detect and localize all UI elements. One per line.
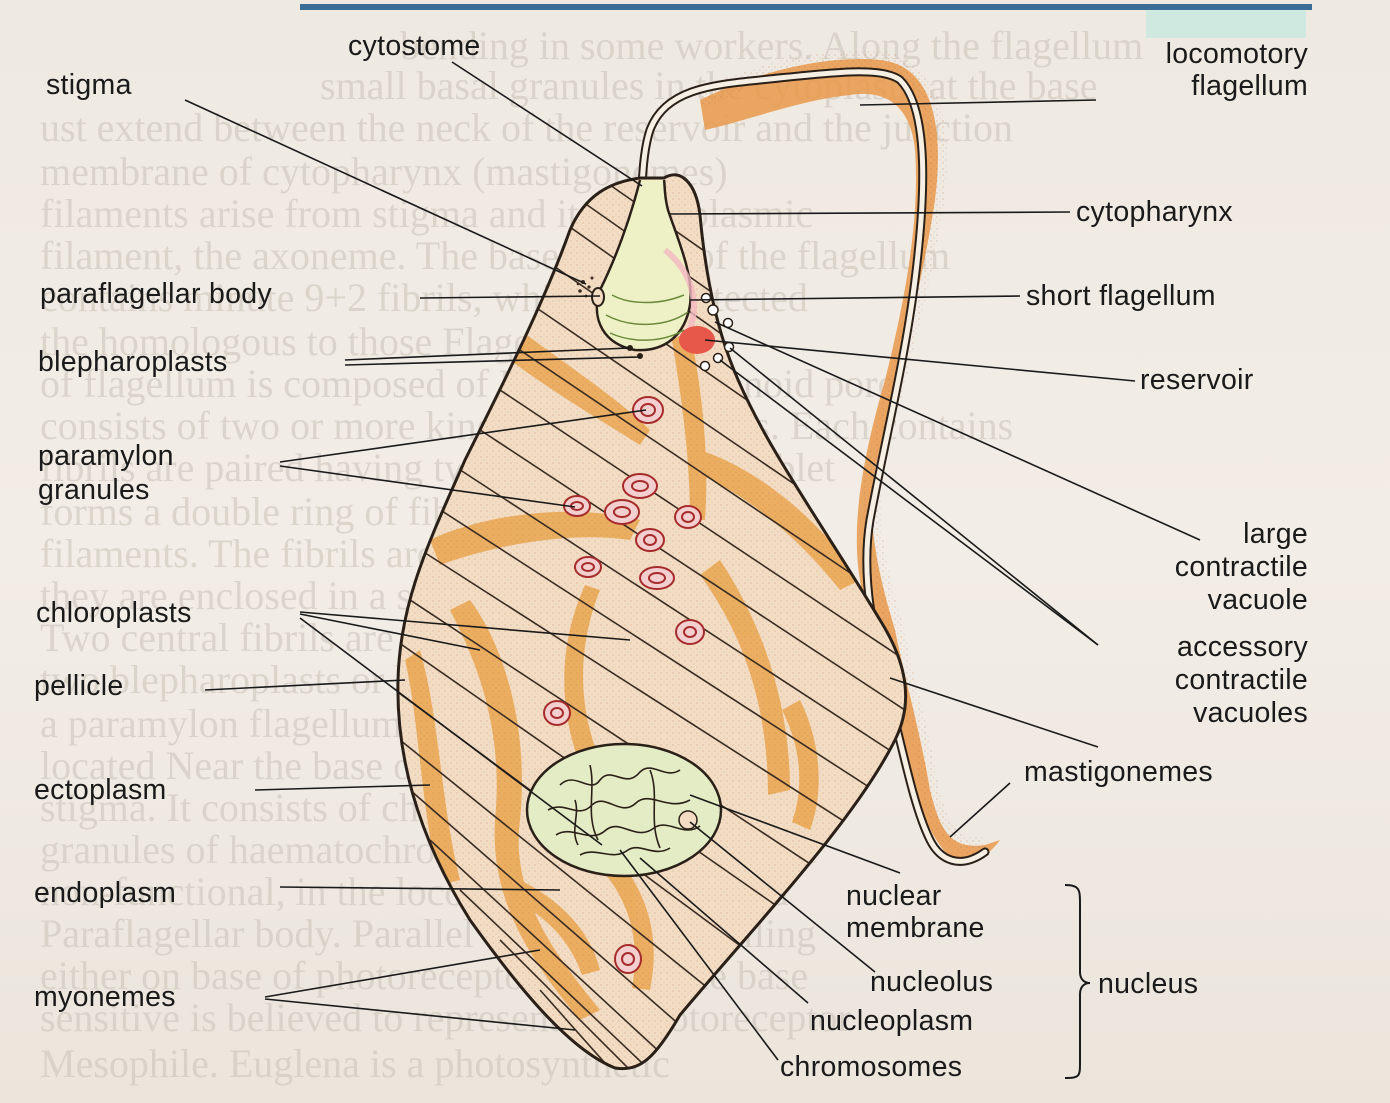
label-locomotory-flagellum-line1: locomotory — [1166, 38, 1308, 70]
label-reservoir: reservoir — [1140, 364, 1254, 396]
label-locomotory-flagellum-line2: flagellum — [1191, 70, 1308, 102]
label-paraflagellar-body: paraflagellar body — [40, 278, 272, 310]
label-accessory-contractile-vacuoles-line2: contractile — [1175, 664, 1308, 696]
label-cytostome: cytostome — [348, 30, 481, 62]
label-nuclear-membrane-line2: membrane — [846, 912, 985, 944]
label-ectoplasm: ectoplasm — [34, 774, 167, 806]
label-cytopharynx: cytopharynx — [1076, 196, 1233, 228]
label-nucleolus: nucleolus — [870, 966, 993, 998]
label-endoplasm: endoplasm — [34, 877, 176, 909]
label-chromosomes: chromosomes — [780, 1051, 962, 1083]
label-mastigonemes: mastigonemes — [1024, 756, 1213, 788]
label-myonemes: myonemes — [34, 981, 176, 1013]
label-paramylon-granules-line1: paramylon — [38, 440, 174, 472]
label-large-contractile-vacuole-line1: large — [1243, 518, 1308, 550]
label-nucleoplasm: nucleoplasm — [810, 1005, 973, 1037]
label-accessory-contractile-vacuoles-line1: accessory — [1177, 631, 1308, 663]
label-chloroplasts: chloroplasts — [36, 597, 192, 629]
label-blepharoplasts: blepharoplasts — [38, 346, 228, 378]
label-pellicle: pellicle — [34, 670, 124, 702]
label-large-contractile-vacuole-line3: vacuole — [1208, 584, 1308, 616]
label-short-flagellum: short flagellum — [1026, 280, 1216, 312]
label-nuclear-membrane-line1: nuclear — [846, 880, 942, 912]
label-large-contractile-vacuole-line2: contractile — [1175, 551, 1308, 583]
label-stigma: stigma — [46, 69, 132, 101]
label-nucleus: nucleus — [1098, 968, 1198, 1000]
label-accessory-contractile-vacuoles-line3: vacuoles — [1193, 697, 1308, 729]
label-paramylon-granules-line2: granules — [38, 474, 150, 506]
paraflagellar-body-shape — [592, 288, 604, 306]
nucleus-bracket — [1065, 885, 1090, 1078]
blepharoplast — [637, 353, 643, 359]
